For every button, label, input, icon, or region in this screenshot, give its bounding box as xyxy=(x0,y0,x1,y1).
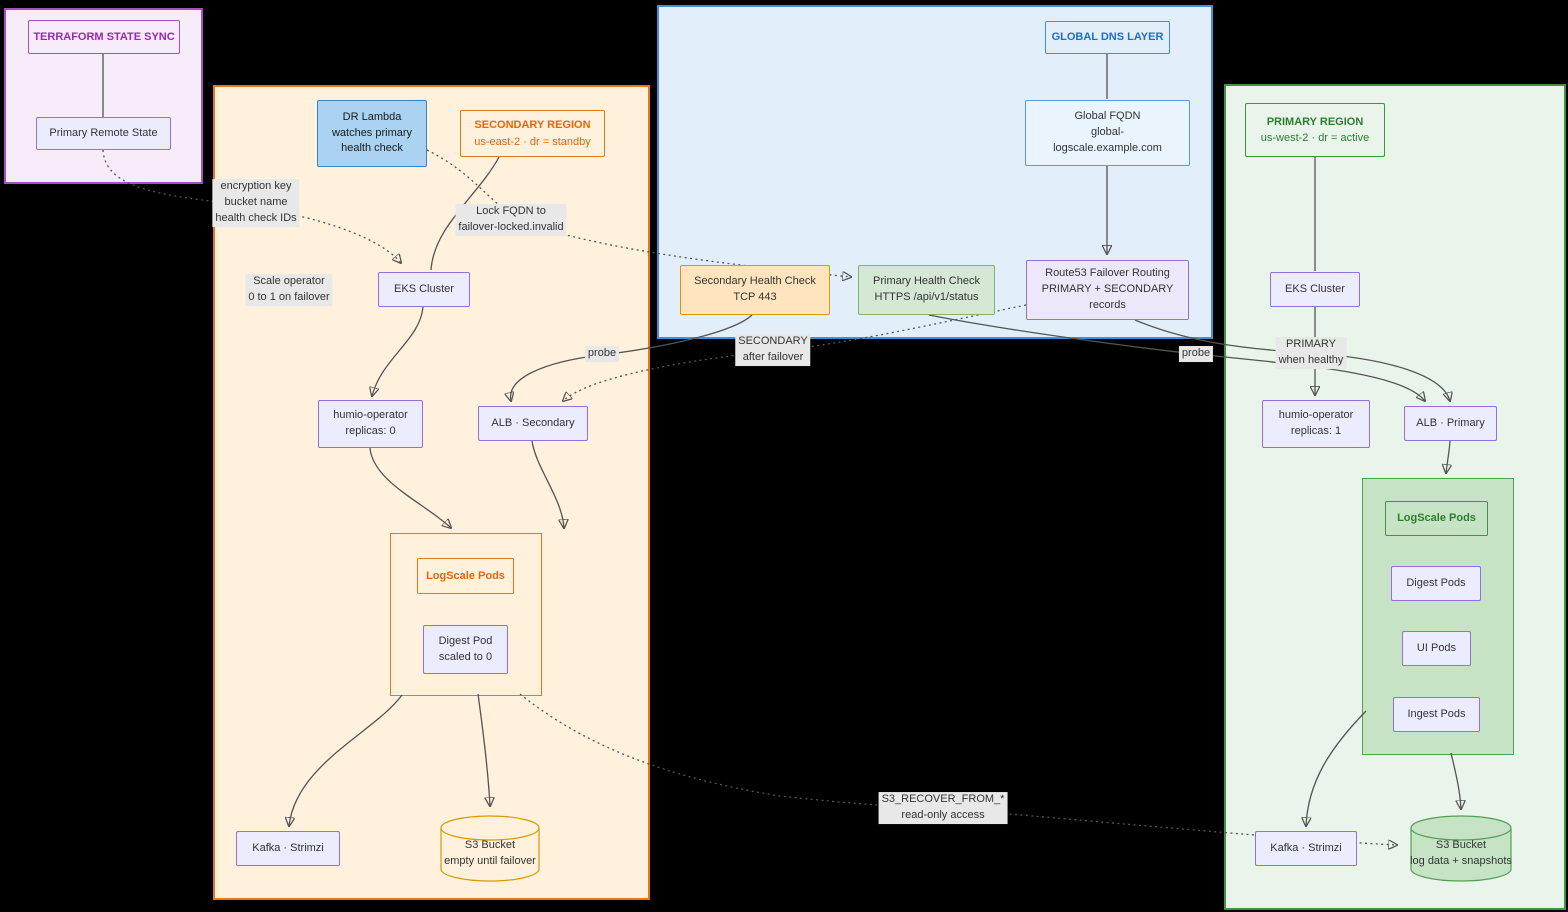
edge-alb-secondary-to-pods xyxy=(531,440,564,528)
node-ingest-pods-primary: Ingest Pods xyxy=(1393,697,1480,732)
edge-alb-primary-to-pods xyxy=(1446,440,1450,473)
s3-cylinder-icon xyxy=(440,815,540,882)
node-humio-operator-secondary: humio-operator replicas: 0 xyxy=(318,400,423,448)
primary-region-subtitle: us-west-2 · dr = active xyxy=(1260,132,1370,144)
s3-bucket-primary-label: S3 Bucket log data + snapshots xyxy=(1410,838,1512,867)
edge-pods-primary-to-kafka xyxy=(1306,710,1367,826)
node-alb-primary: ALB · Primary xyxy=(1404,406,1497,441)
terraform-region-title-text: TERRAFORM STATE SYNC xyxy=(33,30,175,43)
logscale-pods-secondary-title: LogScale Pods xyxy=(417,558,514,594)
node-primary-remote-state: Primary Remote State xyxy=(36,117,171,150)
logscale-pods-secondary-title-text: LogScale Pods xyxy=(426,569,505,582)
node-s3-bucket-secondary: S3 Bucket empty until failover xyxy=(440,815,540,882)
logscale-pods-primary-title: LogScale Pods xyxy=(1385,501,1488,536)
secondary-region-subtitle: us-east-2 · dr = standby xyxy=(474,135,591,148)
edge-operator-secondary-to-pods xyxy=(369,447,451,528)
node-digest-pods-primary: Digest Pods xyxy=(1391,566,1481,601)
edge-lambda-to-primary-health-check xyxy=(426,149,851,277)
edge-label-tf-outputs: encryption key bucket name health check … xyxy=(212,179,300,227)
edge-pods-secondary-to-kafka xyxy=(289,694,403,826)
node-digest-pod-secondary: Digest Pod scaled to 0 xyxy=(423,625,508,674)
node-eks-cluster-primary: EKS Cluster xyxy=(1270,272,1360,307)
node-alb-secondary: ALB · Secondary xyxy=(478,406,588,441)
node-humio-operator-primary: humio-operator replicas: 1 xyxy=(1262,400,1370,448)
node-route53-failover-routing: Route53 Failover Routing PRIMARY + SECON… xyxy=(1026,260,1189,320)
edge-pods-secondary-to-s3-primary xyxy=(519,693,1397,845)
edge-label-scale-operator: Scale operator 0 to 1 on failover xyxy=(245,274,333,306)
node-kafka-secondary: Kafka · Strimzi xyxy=(236,831,340,866)
secondary-region-title: SECONDARY REGION us-east-2 · dr = standb… xyxy=(460,110,605,157)
edge-pods-primary-to-s3 xyxy=(1450,752,1461,809)
dns-region-title-text: GLOBAL DNS LAYER xyxy=(1051,31,1164,44)
node-dr-lambda: DR Lambda watches primary health check xyxy=(317,100,427,167)
node-ui-pods-primary: UI Pods xyxy=(1402,631,1471,666)
s3-bucket-secondary-label: S3 Bucket empty until failover xyxy=(444,838,536,867)
terraform-region-title: TERRAFORM STATE SYNC xyxy=(28,20,180,54)
node-global-fqdn: Global FQDN global- logscale.example.com xyxy=(1025,100,1190,166)
primary-region-title-text: PRIMARY REGION xyxy=(1266,115,1364,128)
edge-label-probe-secondary: probe xyxy=(584,346,620,362)
node-primary-health-check: Primary Health Check HTTPS /api/v1/statu… xyxy=(858,265,995,315)
edge-label-probe-primary: probe xyxy=(1178,346,1214,362)
node-kafka-primary: Kafka · Strimzi xyxy=(1255,831,1357,866)
node-s3-bucket-primary: S3 Bucket log data + snapshots xyxy=(1410,815,1512,882)
dns-region-title: GLOBAL DNS LAYER xyxy=(1045,21,1170,54)
node-secondary-health-check: Secondary Health Check TCP 443 xyxy=(680,265,830,315)
primary-region-title: PRIMARY REGION us-west-2 · dr = active xyxy=(1245,103,1385,157)
secondary-region-title-text: SECONDARY REGION xyxy=(474,119,591,131)
edge-label-s3-recover: S3_RECOVER_FROM_* read-only access xyxy=(878,792,1008,824)
edge-label-lock-fqdn: Lock FQDN to failover-locked.invalid xyxy=(455,204,567,236)
edge-pods-secondary-to-s3 xyxy=(477,693,490,806)
edge-remote-state-to-eks-secondary xyxy=(102,149,401,263)
s3-cylinder-icon xyxy=(1410,815,1512,882)
node-eks-cluster-secondary: EKS Cluster xyxy=(378,272,470,307)
logscale-pods-primary-title-text: LogScale Pods xyxy=(1397,512,1476,525)
edge-label-primary-when-healthy: PRIMARY when healthy xyxy=(1275,337,1347,369)
edge-eks-secondary-to-operator xyxy=(372,306,424,396)
edge-phc-probe-alb-primary xyxy=(928,314,1425,401)
edge-label-secondary-after-failover: SECONDARY after failover xyxy=(735,334,811,366)
